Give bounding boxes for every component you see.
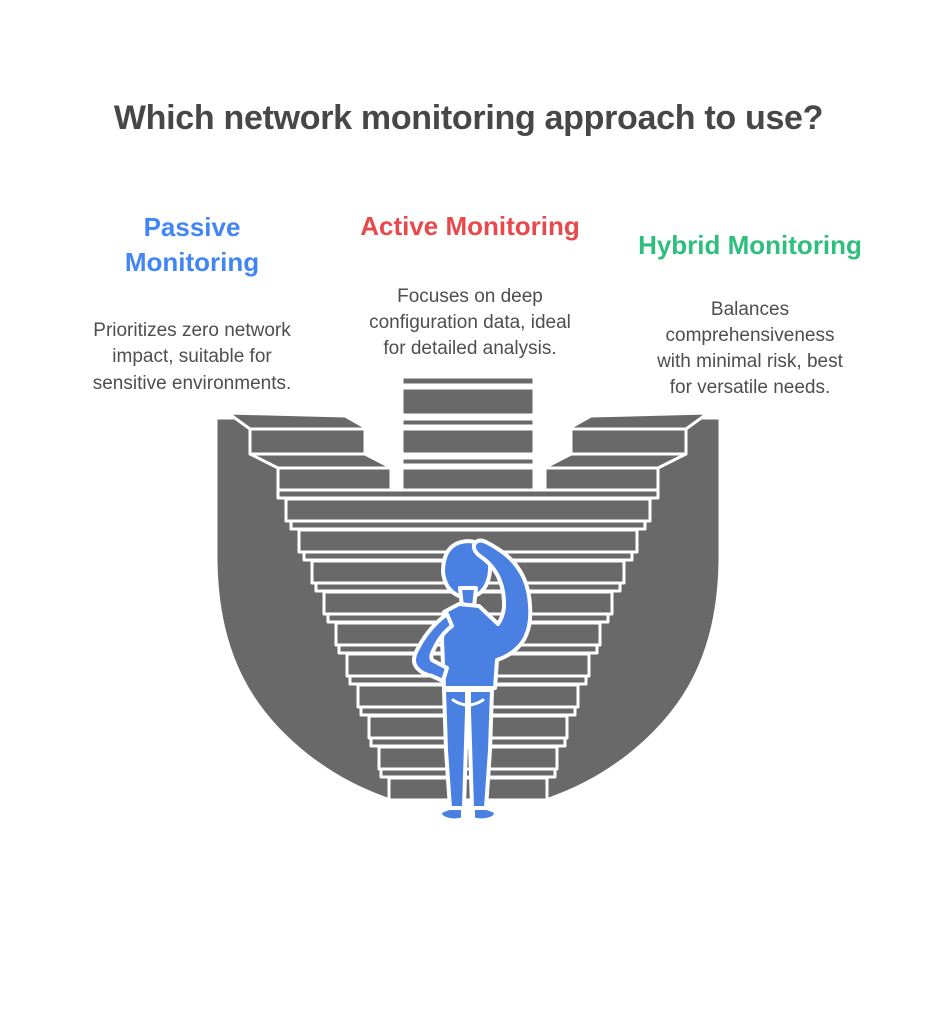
hybrid-monitoring-heading: Hybrid Monitoring [638,230,862,260]
person-torso-raised-arm [440,538,533,690]
staircase-center-tower [400,375,536,494]
staircase-left-tower [226,411,394,492]
column-hybrid-monitoring: Hybrid Monitoring Balances comprehensive… [604,210,896,419]
staircase-right-tower [542,411,710,492]
person-left-foot [438,806,465,823]
passive-monitoring-description: Prioritizes zero network impact, suitabl… [92,320,292,394]
person-right-leg [467,688,494,810]
active-monitoring-heading: Active Monitoring [360,211,580,241]
column-active-monitoring: Active Monitoring Focuses on deep config… [330,191,610,380]
staircase-left-wall [214,416,403,802]
person-pants-seam [451,698,485,719]
passive-monitoring-heading: Passive Monitoring [124,212,260,277]
page-title: Which network monitoring approach to use… [113,98,824,137]
active-monitoring-description: Focuses on deep configuration data, idea… [369,285,571,360]
person-left-leg [442,688,469,810]
hybrid-monitoring-description: Balances comprehensiveness with minimal … [657,298,843,399]
confused-person-illustration [412,538,533,823]
staircase-right-wall [533,416,722,802]
column-passive-monitoring: Passive Monitoring Prioritizes zero netw… [56,192,328,415]
person-right-foot [471,806,498,823]
person-left-arm [412,612,454,683]
